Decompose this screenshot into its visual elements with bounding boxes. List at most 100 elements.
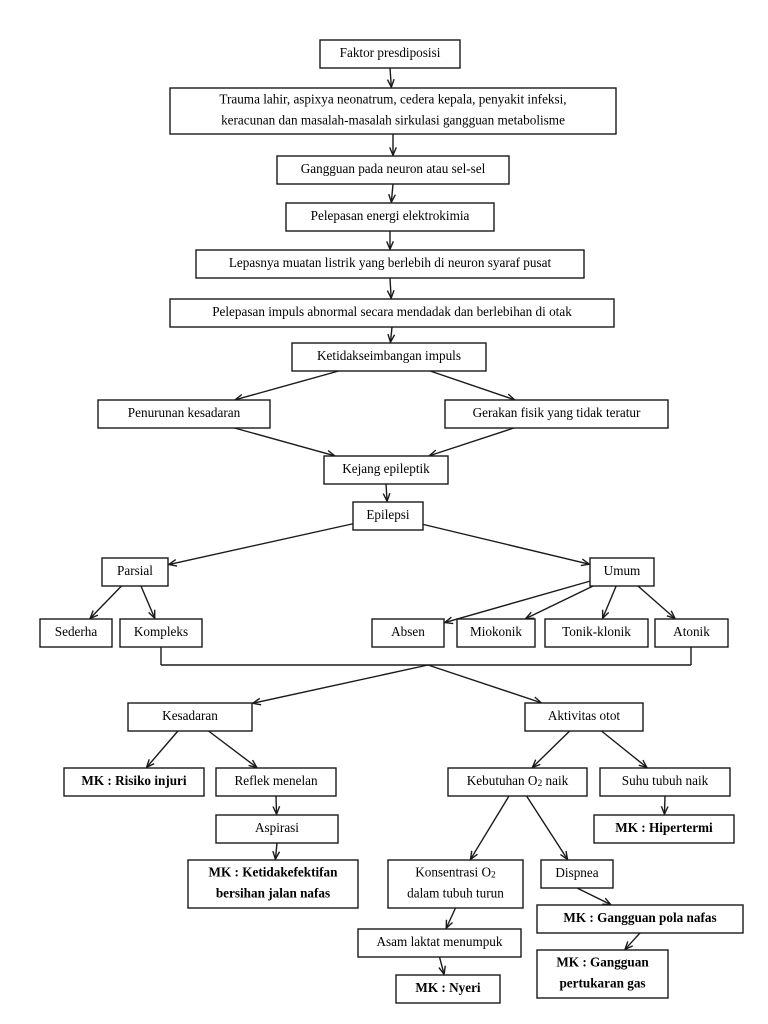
node-suhu-tubuh-naik[interactable]: Suhu tubuh naik [599, 767, 731, 797]
bracket-branch [427, 664, 542, 704]
arrow-head [382, 492, 391, 503]
node-box [371, 618, 445, 648]
node-box [536, 949, 669, 999]
node-asam-laktat-menumpuk[interactable]: Asam laktat menumpuk [357, 928, 522, 958]
arrow-head [388, 193, 396, 204]
node-box [195, 249, 585, 279]
bracket-branch [252, 664, 429, 704]
node-label: Atonik [673, 624, 710, 639]
node-kejang-epileptik[interactable]: Kejang epileptik [323, 455, 449, 485]
arrow-head [580, 558, 591, 567]
edge-aktivitas-otot-to-kebutuhan-o2-naik [531, 730, 571, 769]
edge-line [140, 585, 156, 619]
node-miokonik[interactable]: Miokonik [456, 618, 536, 648]
node-gerakan-fisik-yang-tidak-teratur[interactable]: Gerakan fisik yang tidak teratur [444, 399, 669, 429]
node-box [323, 455, 449, 485]
node-kompleks[interactable]: Kompleks [119, 618, 203, 648]
edge-pelepasan-impuls-abnormal-secara-mendada-to-ketidakseimbangan-impuls [387, 326, 396, 344]
edge-parsial-to-kompleks [140, 585, 156, 620]
edge-epilepsi-to-umum [422, 523, 591, 567]
node-box [593, 814, 735, 844]
edge-line [168, 523, 354, 566]
node-lepasnya-muatan-listrik-yang-berlebih-di[interactable]: Lepasnya muatan listrik yang berlebih di… [195, 249, 585, 279]
node-pelepasan-impuls-abnormal-secara-mendada[interactable]: Pelepasan impuls abnormal secara mendada… [169, 298, 615, 328]
node-box [456, 618, 536, 648]
edge-parsial-to-sederha [88, 585, 122, 620]
edge-suhu-tubuh-naik-to-mk-hipertermi [660, 795, 669, 816]
edge-gangguan-pada-neuron-atau-sel-sel-to-pelepasan-energi-elektrokimia [388, 183, 396, 204]
node-mk-nyeri[interactable]: MK : Nyeri [395, 974, 501, 1004]
arrow-head [443, 616, 454, 625]
node-box [169, 87, 617, 135]
node-label: bersihan jalan nafas [216, 886, 330, 901]
node-parsial[interactable]: Parsial [101, 557, 169, 587]
node-dispnea[interactable]: Dispnea [540, 859, 614, 889]
node-label: Sederha [55, 624, 98, 639]
edge-kesadaran-to-mk-risiko-injuri [145, 730, 179, 769]
node-absen[interactable]: Absen [371, 618, 445, 648]
node-label: Reflek menelan [234, 773, 318, 788]
node-umum[interactable]: Umum [589, 557, 655, 587]
node-faktor-presdiposisi[interactable]: Faktor presdiposisi [319, 39, 461, 69]
node-label: Trauma lahir, aspixya neonatrum, cedera … [219, 92, 566, 107]
node-label: Aspirasi [255, 820, 299, 835]
node-label: Faktor presdiposisi [340, 45, 441, 60]
edge-line [146, 730, 179, 768]
node-sederha[interactable]: Sederha [39, 618, 113, 648]
edge-kejang-epileptik-to-epilepsi [382, 483, 391, 503]
edge-pelepasan-energi-elektrokimia-to-lepasnya-muatan-listrik-yang-berlebih-di [386, 231, 394, 251]
node-trauma-lahir-aspixya-neonatrum-cedera-ke[interactable]: Trauma lahir, aspixya neonatrum, cedera … [169, 87, 617, 135]
arrow-head [386, 241, 394, 251]
node-label: Ketidakseimbangan impuls [317, 348, 461, 363]
edge-line [275, 795, 278, 815]
edge-line [525, 585, 594, 620]
node-label: MK : Hipertermi [615, 820, 713, 835]
node-tonik-klonik[interactable]: Tonik-klonik [544, 618, 649, 648]
node-ketidakseimbangan-impuls[interactable]: Ketidakseimbangan impuls [291, 342, 487, 372]
node-epilepsi[interactable]: Epilepsi [352, 501, 424, 531]
edge-line [601, 730, 648, 769]
edge-kesadaran-to-reflek-menelan [208, 730, 259, 769]
node-box [447, 767, 588, 797]
edge-line [525, 795, 569, 860]
arrow-head [601, 609, 610, 620]
node-label: Aktivitas otot [548, 708, 621, 723]
edge-line [602, 585, 617, 619]
node-gangguan-pada-neuron-atau-sel-sel[interactable]: Gangguan pada neuron atau sel-sel [276, 155, 510, 185]
node-aktivitas-otot[interactable]: Aktivitas otot [524, 702, 644, 732]
node-box [215, 814, 339, 844]
node-kesadaran[interactable]: Kesadaran [127, 702, 253, 732]
node-atonik[interactable]: Atonik [654, 618, 729, 648]
node-mk-risiko-injuri[interactable]: MK : Risiko injuri [63, 767, 205, 797]
node-aspirasi[interactable]: Aspirasi [215, 814, 339, 844]
edge-line [576, 887, 612, 906]
node-mk-hipertermi[interactable]: MK : Hipertermi [593, 814, 735, 844]
node-penurunan-kesadaran[interactable]: Penurunan kesadaran [97, 399, 271, 429]
node-label: Kesadaran [162, 708, 218, 723]
edge-line [89, 585, 122, 619]
node-box [97, 399, 271, 429]
edge-line [234, 370, 339, 401]
node-box [285, 202, 495, 232]
node-label: Pelepasan energi elektrokimia [311, 208, 470, 223]
node-pelepasan-energi-elektrokimia[interactable]: Pelepasan energi elektrokimia [285, 202, 495, 232]
node-reflek-menelan[interactable]: Reflek menelan [215, 767, 337, 797]
node-box [352, 501, 424, 531]
node-label: MK : Gangguan pola nafas [563, 910, 716, 925]
edge-line [389, 326, 393, 343]
node-box [540, 859, 614, 889]
node-label: MK : Risiko injuri [81, 773, 186, 788]
edge-aktivitas-otot-to-suhu-tubuh-naik [601, 730, 649, 769]
node-mk-gangguan-pola-nafas[interactable]: MK : Gangguan pola nafas [536, 904, 744, 934]
node-label: Kejang epileptik [342, 461, 430, 476]
node-kebutuhan-o2-naik[interactable]: Kebutuhan O2 naik [447, 767, 588, 797]
arrow-head [167, 559, 178, 567]
node-label: Konsentrasi O2 [415, 865, 496, 881]
node-box [127, 702, 253, 732]
edge-line [438, 956, 445, 975]
